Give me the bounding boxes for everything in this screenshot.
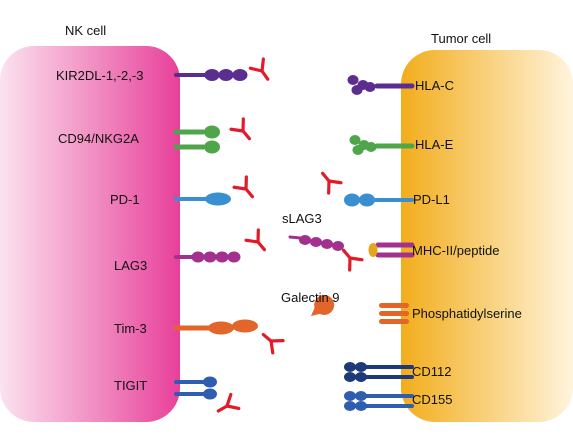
nk-receptors [173,69,258,400]
antibody-icon [341,248,364,272]
cd155-domain [355,401,367,411]
nkg2a-domain [204,140,220,154]
ligand-label-cd155: CD155 [412,392,453,407]
phosphatidylserine-bar [379,303,409,308]
soluble-factors [288,235,344,316]
antibody-arm [327,179,331,195]
antibody-arm [269,339,275,355]
cd155-domain [344,401,356,411]
tumor-ligands [344,75,415,411]
hlae-domain [352,145,364,155]
nk-cell-title: NK cell [65,23,107,38]
galectin9-label: Galectin 9 [281,290,340,305]
kir-domain [232,69,248,81]
cd155-domain [344,391,356,401]
pd1-domain [205,192,231,206]
phosphatidylserine-bar [379,319,409,324]
hlac-domain [351,85,363,95]
antibody-arm [348,256,364,262]
antibody-arm [256,228,260,244]
slag3-domain [299,235,311,245]
peptide-icon [368,243,378,257]
tigit-domain [203,388,217,400]
receptor-label-lag3: LAG3 [114,258,148,273]
antibody-arm [327,179,343,185]
pdl1-domain [359,193,375,207]
receptor-label-pd1: PD-1 [110,192,140,207]
antibody-stem [244,187,255,199]
antibody-arm [244,238,260,244]
ligand-label-cd112: CD112 [412,364,452,379]
lag3-domain [203,251,217,263]
antibody-icon [216,392,241,413]
hlae-domain [365,142,377,152]
hlae-domain [349,135,361,145]
antibody-icon [229,117,252,141]
antibody-icon [248,57,270,81]
antibody-arm [232,185,248,191]
hlac-domain [364,82,376,92]
ligand-label-mhc2: MHC-II/peptide [412,243,500,258]
antibody-stem [216,404,229,413]
ligand-label-ps: Phosphatidylserine [412,306,522,321]
cd112-domain [355,362,367,372]
antibody-arm [260,57,265,73]
lag3-domain [227,251,241,263]
ligand-label-hlae: HLA-E [415,137,454,152]
phosphatidylserine-bar [379,311,409,316]
antibody-arm [241,117,245,133]
nk-cell-body [0,46,180,422]
antibody-icon [232,175,255,199]
antibodies [216,57,364,413]
kir-domain [218,69,234,81]
tumor-cell-title: Tumor cell [431,31,492,46]
receptor-label-kir: KIR2DL-1,-2,-3 [56,68,144,83]
cd112-domain [344,362,356,372]
antibody-stem [260,69,270,81]
antibody-stem [320,171,331,183]
receptor-label-tim3: Tim-3 [114,321,147,336]
antibody-icon [261,332,285,355]
antibody-arm [348,256,352,272]
slag3-stem [288,235,302,240]
ligand-label-hlac: HLA-C [415,78,455,93]
tim3-domain [208,321,234,335]
slag3-domain [321,239,333,249]
antibody-arm [248,66,264,73]
kir-domain [204,69,220,81]
tigit-domain [203,376,217,388]
lag3-domain [191,251,205,263]
pdl1-domain [344,193,360,207]
antibody-stem [261,332,273,343]
ligand-label-pdl1: PD-L1 [413,192,450,207]
antibody-icon [320,171,343,195]
slag3-domain [310,237,322,247]
antibody-icon [244,228,267,252]
galectin9-icon [311,294,335,316]
receptor-label-tigit: TIGIT [114,378,148,393]
antibody-stem [256,240,267,252]
antibody-stem [241,129,252,141]
cd94-domain [204,125,220,139]
antibody-arm [244,175,248,191]
slag3-label: sLAG3 [282,211,322,226]
tumor-cell-body [401,50,573,422]
receptor-label-cd94: CD94/NKG2A [58,131,139,146]
antibody-arm [225,404,241,411]
antibody-stem [341,248,352,260]
cd112-domain [355,372,367,382]
cd155-domain [355,391,367,401]
hlac-domain [347,75,359,85]
antibody-arm [225,392,233,408]
antibody-arm [269,339,285,343]
cd112-domain [344,372,356,382]
tim3-domain [232,319,258,333]
antibody-arm [229,127,245,133]
slag3-domain [332,241,344,251]
lag3-domain [215,251,229,263]
